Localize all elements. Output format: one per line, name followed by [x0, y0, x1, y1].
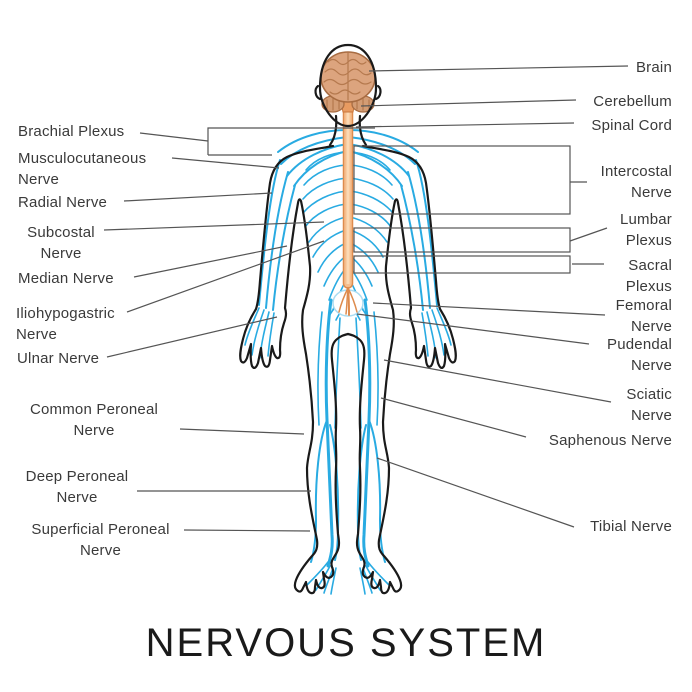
label-brain: Brain — [635, 59, 672, 76]
label-brachial-plexus: Brachial Plexus — [18, 123, 125, 140]
leader-tibial-nerve — [376, 457, 575, 528]
page-title: NERVOUS SYSTEM — [145, 621, 547, 665]
label-cerebellum: Cerebellum — [593, 93, 672, 110]
label-ulnar-nerve: Ulnar Nerve — [17, 350, 100, 367]
leader-pudendal-nerve — [356, 313, 590, 345]
leader-sciatic-nerve — [383, 359, 612, 403]
label-radial-nerve: Radial Nerve — [18, 194, 108, 211]
callout-box-sacral — [353, 255, 571, 274]
leader-musculocutaneous-nerve — [171, 157, 280, 169]
leader-ulnar-nerve — [106, 316, 278, 358]
callout-boxes — [207, 127, 571, 274]
human-body-figure — [239, 43, 457, 595]
callout-box-intercostal — [353, 145, 571, 215]
leader-common-peroneal-nerve — [179, 428, 305, 435]
label-spinal-cord: Spinal Cord — [591, 117, 672, 134]
leader-subcostal-nerve — [103, 221, 325, 231]
brain-illustration — [320, 51, 376, 113]
label-tibial-nerve: Tibial Nerve — [590, 518, 672, 535]
callout-box-lumbar — [353, 227, 571, 253]
spinal-cord-illustration — [338, 105, 358, 316]
leader-median-nerve — [133, 245, 288, 278]
leader-iliohypogastric-nerve — [126, 240, 325, 313]
leader-brain — [368, 65, 629, 72]
leader-saphenous-nerve — [380, 397, 527, 438]
leader-radial-nerve — [123, 192, 273, 202]
label-median-nerve: Median Nerve — [18, 270, 114, 287]
callout-box-brachial-plexus — [207, 127, 375, 155]
label-saphenous-nerve: Saphenous Nerve — [548, 432, 672, 449]
leader-femoral-nerve — [372, 302, 606, 316]
leader-brachial-plexus — [139, 132, 209, 142]
leader-superficial-peroneal-nerve — [183, 529, 311, 532]
leader-lines — [103, 65, 629, 532]
leader-cerebellum — [360, 99, 577, 107]
leader-spinal-cord — [355, 122, 575, 128]
leader-lumbar-plexus — [569, 227, 608, 242]
